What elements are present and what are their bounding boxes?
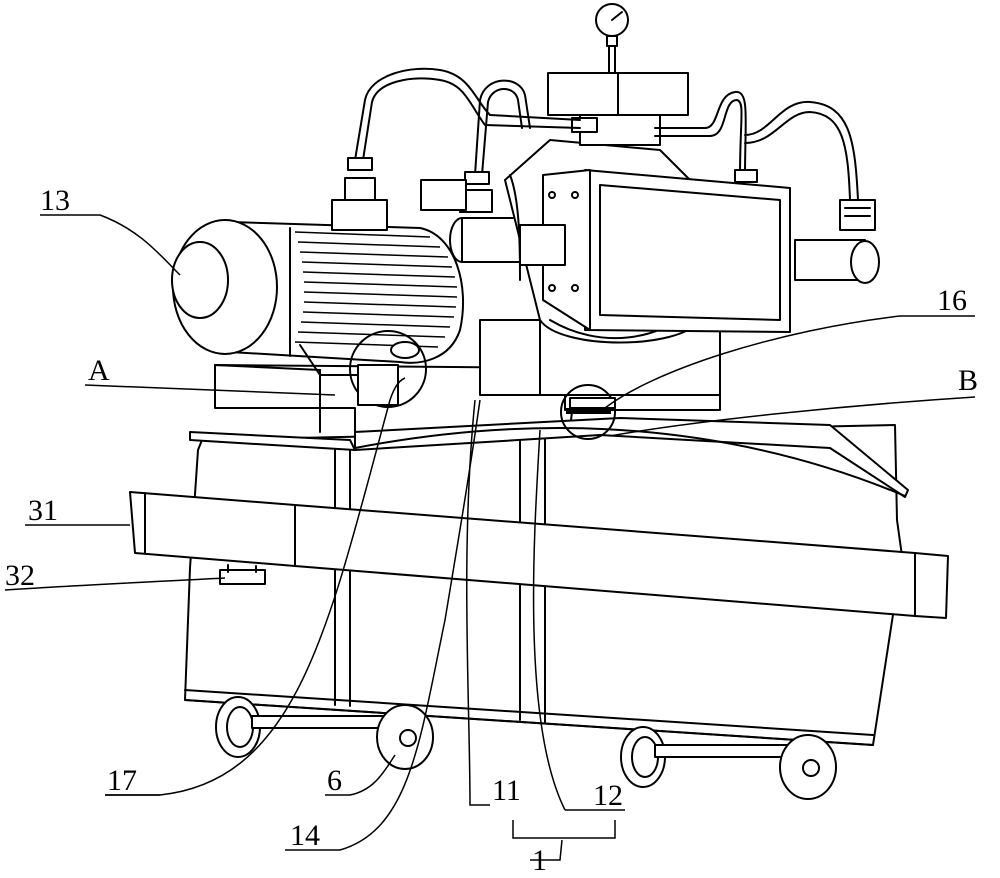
label-a: A — [88, 354, 110, 387]
label-14: 14 — [290, 819, 320, 852]
control-box — [519, 169, 791, 333]
hoses — [354, 67, 859, 201]
front-beam — [129, 491, 949, 619]
labels: 13 A 16 B 31 32 17 6 11 12 14 1 — [5, 184, 978, 877]
label-32: 32 — [5, 559, 35, 592]
label-b: B — [958, 364, 978, 397]
right-cylinder — [794, 199, 880, 284]
label-1: 1 — [532, 844, 547, 877]
label-6: 6 — [327, 764, 342, 797]
label-11: 11 — [492, 774, 521, 807]
foot-32 — [219, 564, 266, 585]
label-13: 13 — [40, 184, 70, 217]
motor — [171, 219, 464, 376]
label-12: 12 — [593, 779, 623, 812]
label-16: 16 — [937, 284, 967, 317]
label-31: 31 — [28, 494, 58, 527]
pressure-gauge — [595, 3, 629, 74]
hose-fittings — [331, 157, 758, 231]
wheels — [215, 696, 837, 800]
detail-circle-b — [560, 384, 616, 440]
header-block — [547, 72, 689, 146]
label-17: 17 — [107, 764, 137, 797]
leader-lines — [4, 214, 976, 861]
